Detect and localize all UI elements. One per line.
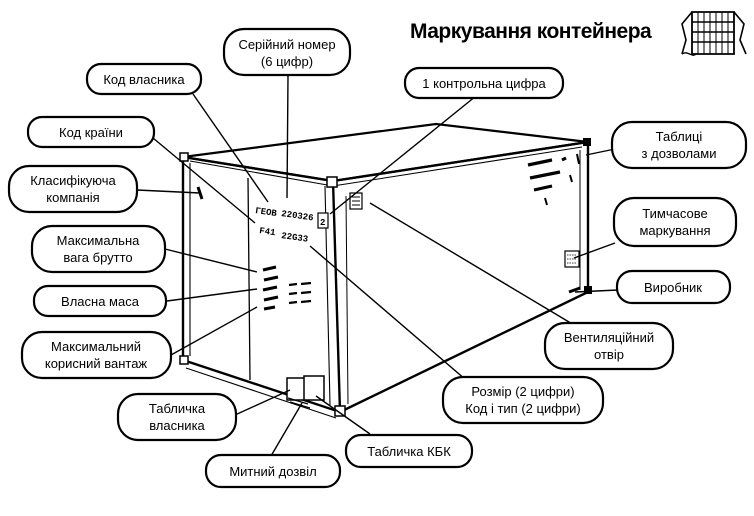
callout-max-payload: Максимальний корисний вантаж	[20, 330, 173, 380]
container-side-face	[332, 140, 590, 414]
svg-text:Власна маса: Власна маса	[61, 294, 140, 309]
svg-text:Серійний номер: Серійний номер	[238, 37, 335, 52]
svg-text:корисний вантаж: корисний вантаж	[45, 356, 148, 371]
csc-plate-mark	[303, 375, 325, 401]
callout-owner-plate: Табличка власника	[116, 392, 238, 442]
callout-check-digit: 1 контрольна цифра	[403, 66, 565, 100]
svg-text:з дозволами: з дозволами	[642, 146, 717, 161]
svg-text:вага брутто: вага брутто	[63, 250, 132, 265]
callout-vent: Вентиляційний отвір	[543, 321, 675, 371]
marking-type-code: 22G33	[281, 231, 309, 245]
container-stack-icon	[681, 11, 747, 56]
marking-check-digit-box	[317, 212, 329, 229]
callout-serial-number: Серійний номер (6 цифр)	[222, 27, 352, 77]
callout-max-gross: Максимальна вага брутто	[30, 224, 167, 274]
svg-text:(6 цифр): (6 цифр)	[261, 54, 313, 69]
svg-text:Виробник: Виробник	[644, 280, 702, 295]
permit-plate-marks	[527, 153, 580, 206]
leader-lines	[136, 75, 619, 457]
svg-text:Тимчасове: Тимчасове	[642, 206, 707, 221]
svg-text:компанія: компанія	[46, 190, 99, 205]
weight-data-marks	[262, 265, 312, 311]
callout-owner-code: Код власника	[85, 62, 203, 96]
svg-text:маркування: маркування	[639, 223, 710, 238]
callout-manufacturer: Виробник	[615, 269, 732, 305]
temporary-marking-plate	[564, 250, 580, 268]
marking-serial-number: 220326	[281, 209, 314, 223]
svg-text:Розмір (2 цифри): Розмір (2 цифри)	[471, 384, 574, 399]
svg-text:Максимальний: Максимальний	[51, 339, 141, 354]
svg-text:Табличка КБК: Табличка КБК	[367, 444, 451, 459]
svg-text:Код і тип (2 цифри): Код і тип (2 цифри)	[465, 401, 580, 416]
vent-opening	[349, 192, 363, 210]
callout-classification: Класифікуюча компанія	[7, 164, 139, 214]
callout-permit-plates: Таблиці з дозволами	[610, 120, 748, 170]
svg-text:Табличка: Табличка	[149, 401, 206, 416]
callout-csc-plate: Табличка КБК	[344, 433, 474, 469]
callout-customs-permit: Митний дозвіл	[204, 453, 342, 489]
callout-country-code: Код країни	[26, 115, 156, 149]
svg-text:Митний дозвіл: Митний дозвіл	[229, 464, 316, 479]
container-illustration: ГЕОВ 220326 2 F41 22G33	[179, 122, 592, 419]
svg-text:Максимальна: Максимальна	[57, 233, 141, 248]
marking-check-digit: 2	[320, 218, 325, 228]
svg-text:Класифікуюча: Класифікуюча	[30, 173, 116, 188]
page-title: Маркування контейнера	[410, 20, 652, 43]
svg-text:Код власника: Код власника	[103, 72, 185, 87]
svg-text:власника: власника	[149, 418, 205, 433]
marking-owner-code: ГЕОВ	[255, 206, 278, 219]
svg-text:отвір: отвір	[594, 347, 624, 362]
marking-size-code: F41	[259, 226, 277, 238]
container-door-face	[181, 155, 342, 414]
svg-text:Таблиці: Таблиці	[656, 129, 703, 144]
svg-text:1 контрольна цифра: 1 контрольна цифра	[422, 76, 546, 91]
svg-text:Вентиляційний: Вентиляційний	[564, 330, 654, 345]
callout-tare: Власна маса	[32, 284, 168, 318]
callout-temporary-marking: Тимчасове маркування	[612, 196, 738, 248]
callout-size-type: Розмір (2 цифри) Код і тип (2 цифри)	[441, 375, 605, 425]
svg-text:Код країни: Код країни	[59, 125, 123, 140]
